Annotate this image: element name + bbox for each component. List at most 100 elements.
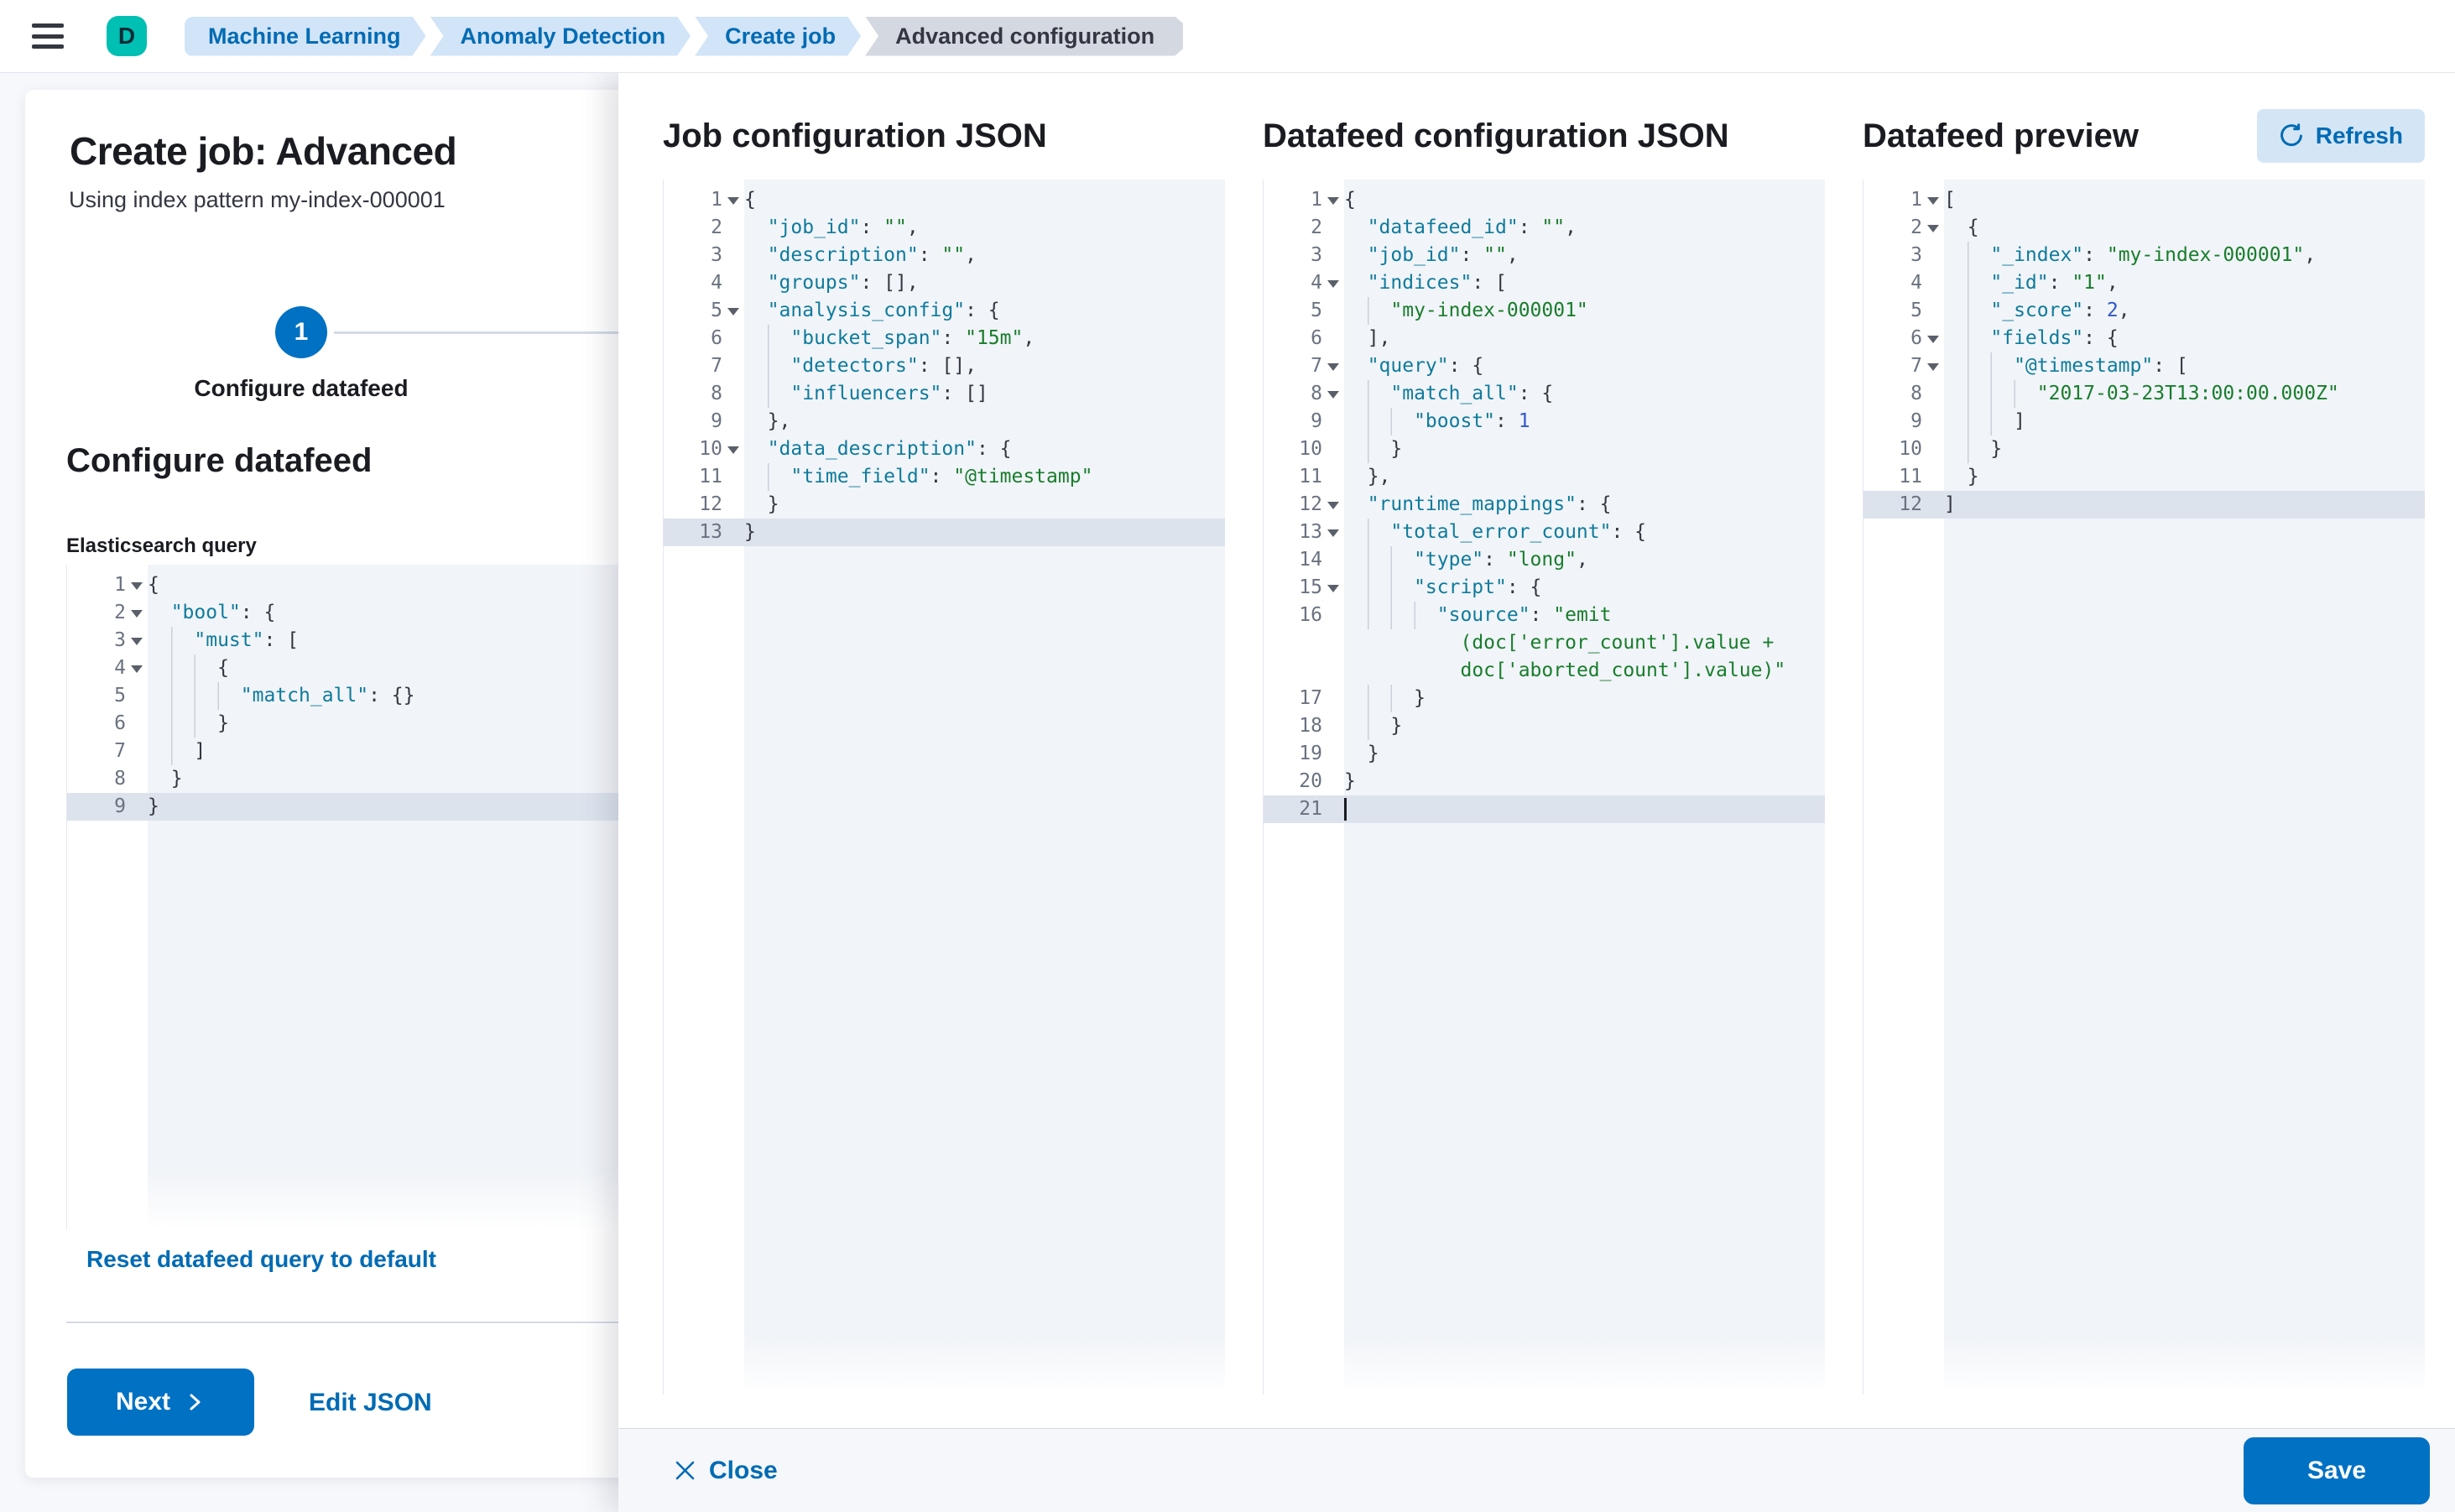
save-button[interactable]: Save <box>2244 1436 2430 1504</box>
fold-arrow-icon[interactable] <box>1927 336 1939 343</box>
fold-arrow-icon[interactable] <box>1327 280 1339 288</box>
code-line[interactable]: 7"detectors": [], <box>664 352 1225 380</box>
code-line[interactable]: 5"match_all": {} <box>67 682 949 710</box>
breadcrumb-item-machine-learning[interactable]: Machine Learning <box>185 17 426 56</box>
code-line[interactable]: 7"@timestamp": [ <box>1863 352 2425 380</box>
fold-arrow-icon[interactable] <box>1327 391 1339 399</box>
fold-arrow-icon[interactable] <box>131 665 143 673</box>
fold-arrow-icon[interactable] <box>131 638 143 645</box>
step-1-label: Configure datafeed <box>194 375 409 401</box>
code-line[interactable]: 9] <box>1863 408 2425 435</box>
code-line[interactable]: 15"script": { <box>1264 574 1825 602</box>
code-line[interactable]: 6} <box>67 710 949 738</box>
job-config-editor[interactable]: 1{ 2"job_id": "", 3"description": "", 4"gro… <box>663 180 1225 1395</box>
code-line[interactable]: 4{ <box>67 654 949 682</box>
code-line[interactable]: 8"match_all": { <box>1264 380 1825 408</box>
reset-datafeed-query-link[interactable]: Reset datafeed query to default <box>86 1246 436 1272</box>
code-line[interactable]: 1{ <box>711 189 756 211</box>
code-line[interactable]: 1{ <box>114 574 159 596</box>
fold-arrow-icon[interactable] <box>1927 197 1939 205</box>
datafeed-config-editor[interactable]: 1{ 2"datafeed_id": "", 3"job_id": "", 4"ind… <box>1263 180 1825 1395</box>
code-line[interactable]: 3"_index": "my-index-000001", <box>1863 242 2425 269</box>
divider <box>66 1322 949 1323</box>
code-line[interactable]: 10"data_description": { <box>699 438 1012 460</box>
code-line[interactable]: 8} <box>114 768 183 790</box>
code-line[interactable]: 19} <box>1299 743 1379 764</box>
code-line[interactable]: 17} <box>1264 685 1825 712</box>
code-line[interactable]: 7"query": { <box>1311 355 1484 377</box>
code-line[interactable]: 3"job_id": "", <box>1311 244 1519 266</box>
code-line[interactable]: 14"type": "long", <box>1264 546 1825 574</box>
datafeed-preview-title: Datafeed preview <box>1863 117 2140 154</box>
breadcrumb-item-anomaly-detection[interactable]: Anomaly Detection <box>430 17 691 56</box>
fold-arrow-icon[interactable] <box>727 446 739 454</box>
edit-json-link[interactable]: Edit JSON <box>309 1389 432 1416</box>
code-line[interactable]: 21 <box>1264 795 1825 823</box>
fold-arrow-icon[interactable] <box>131 582 143 590</box>
code-line[interactable]: 4"indices": [ <box>1311 272 1507 294</box>
code-line[interactable]: 11"time_field": "@timestamp" <box>664 463 1225 491</box>
code-line[interactable]: 20} <box>1299 770 1356 792</box>
fold-arrow-icon[interactable] <box>1327 585 1339 592</box>
code-line[interactable]: 1[ <box>1910 189 1956 211</box>
code-line[interactable]: 3"description": "", <box>711 244 977 266</box>
code-line[interactable]: 2"job_id": "", <box>711 216 919 238</box>
fold-arrow-icon[interactable] <box>131 610 143 618</box>
code-line[interactable]: 4"groups": [], <box>711 272 919 294</box>
code-line[interactable]: 7] <box>67 738 949 765</box>
code-line[interactable]: 2"bool": { <box>114 602 276 623</box>
code-line[interactable]: 9"boost": 1 <box>1264 408 1825 435</box>
code-line[interactable]: 9}, <box>711 410 791 432</box>
refresh-icon <box>2280 123 2302 147</box>
job-config-title: Job configuration JSON <box>663 117 1047 154</box>
code-line[interactable]: 5"my-index-000001" <box>1264 297 1825 325</box>
space-avatar[interactable]: D <box>107 16 147 56</box>
code-line[interactable]: 10} <box>1863 435 2425 463</box>
fold-arrow-icon[interactable] <box>1327 502 1339 509</box>
fold-arrow-icon[interactable] <box>1927 363 1939 371</box>
code-line[interactable]: 12] <box>1863 491 2425 519</box>
code-line[interactable]: (doc['error_count'].value + <box>1344 632 1775 654</box>
datafeed-preview-editor[interactable]: 1[ 2{ 3"_index": "my-index-000001",4"_id":… <box>1863 180 2425 1395</box>
fold-arrow-icon[interactable] <box>1327 197 1339 205</box>
code-line[interactable]: 4"_id": "1", <box>1863 269 2425 297</box>
code-line[interactable]: 13"total_error_count": { <box>1264 519 1825 546</box>
breadcrumb-item-create-job[interactable]: Create job <box>695 17 861 56</box>
datafeed-config-panel: Datafeed configuration JSON 1{2"datafeed… <box>1263 111 1825 1395</box>
fold-arrow-icon[interactable] <box>1927 225 1939 232</box>
code-line[interactable]: 8"influencers": [] <box>664 380 1225 408</box>
code-line[interactable]: 13} <box>664 519 1225 546</box>
code-line[interactable]: 10} <box>1264 435 1825 463</box>
fold-arrow-icon[interactable] <box>727 197 739 205</box>
refresh-button-label: Refresh <box>2315 123 2403 149</box>
fold-arrow-icon[interactable] <box>1327 363 1339 371</box>
fold-arrow-icon[interactable] <box>1327 529 1339 537</box>
job-config-panel: Job configuration JSON 1{ 2"job_id": "", 3… <box>663 111 1225 1395</box>
code-line[interactable]: 2{ <box>1910 216 1979 238</box>
code-line[interactable]: 18} <box>1264 712 1825 740</box>
code-line[interactable]: 6"fields": { <box>1863 325 2425 352</box>
step-1-indicator[interactable]: 1 <box>275 306 327 358</box>
code-line[interactable]: 12} <box>699 493 779 515</box>
code-line[interactable]: 16"source": "emit <box>1264 602 1825 629</box>
code-line[interactable]: 2"datafeed_id": "", <box>1311 216 1577 238</box>
code-line[interactable]: 11} <box>1899 466 1979 487</box>
code-line[interactable]: doc['aborted_count'].value)" <box>1344 660 1786 681</box>
code-line[interactable]: 6"bucket_span": "15m", <box>664 325 1225 352</box>
fold-arrow-icon[interactable] <box>727 308 739 315</box>
code-line[interactable]: 8"2017-03-23T13:00:00.000Z" <box>1863 380 2425 408</box>
next-button[interactable]: Next <box>67 1369 254 1436</box>
breadcrumb-item-advanced-configuration: Advanced configuration <box>865 17 1183 56</box>
code-line[interactable]: 5"_score": 2, <box>1863 297 2425 325</box>
hamburger-menu-icon[interactable] <box>32 23 64 49</box>
close-button[interactable]: Close <box>674 1457 778 1485</box>
code-line[interactable]: 5"analysis_config": { <box>711 300 1000 321</box>
code-line[interactable]: 6], <box>1311 327 1391 349</box>
refresh-button[interactable]: Refresh <box>2256 109 2425 163</box>
code-line[interactable]: 12"runtime_mappings": { <box>1299 493 1612 515</box>
code-line[interactable]: 1{ <box>1311 189 1356 211</box>
section-heading: Configure datafeed <box>66 442 373 479</box>
code-line[interactable]: 3"must": [ <box>67 627 949 654</box>
text-cursor <box>1344 798 1347 821</box>
code-line[interactable]: 11}, <box>1299 466 1391 487</box>
